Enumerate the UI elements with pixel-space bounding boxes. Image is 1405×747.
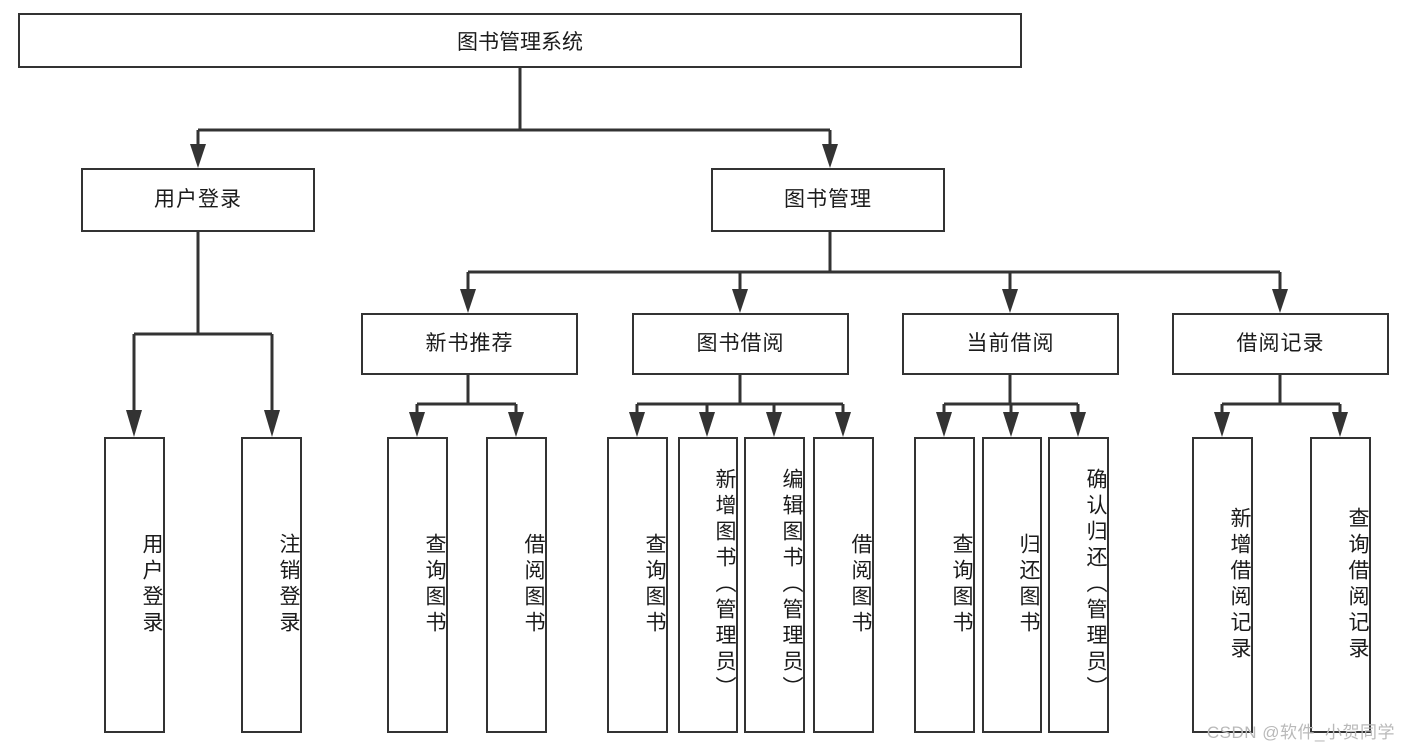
node-current-borrow[interactable]: 当前借阅 [902,313,1119,375]
arrowhead-leaf-query-book-3 [936,412,952,437]
arrowhead-leaf-return-book [1003,412,1019,437]
arrowhead-leaf-query-record [1332,412,1348,437]
node-borrow-record[interactable]: 借阅记录 [1172,313,1389,375]
arrowhead-leaf-confirm-return [1070,412,1086,437]
node-leaf-query-book-1[interactable]: 查询图书 [387,437,448,733]
node-new-book-rec[interactable]: 新书推荐 [361,313,578,375]
node-leaf-logout[interactable]: 注销登录 [241,437,302,733]
node-leaf-confirm-return-label: 确认归还（管理员） [1084,468,1107,702]
arrowhead-book-manage [822,144,838,168]
arrowhead-leaf-query-book-1 [409,412,425,437]
node-user-login[interactable]: 用户登录 [81,168,315,232]
node-leaf-query-book-1-label: 查询图书 [423,533,446,637]
node-book-manage[interactable]: 图书管理 [711,168,945,232]
node-leaf-user-login[interactable]: 用户登录 [104,437,165,733]
node-current-borrow-label: 当前借阅 [966,332,1055,356]
node-leaf-add-record-label: 新增借阅记录 [1228,507,1251,663]
node-leaf-query-record[interactable]: 查询借阅记录 [1310,437,1371,733]
node-book-borrow[interactable]: 图书借阅 [632,313,849,375]
arrowhead-new-book-rec [460,289,476,313]
node-leaf-borrow-book-1[interactable]: 借阅图书 [486,437,547,733]
node-leaf-borrow-book-1-label: 借阅图书 [522,533,545,637]
node-leaf-borrow-book-2[interactable]: 借阅图书 [813,437,874,733]
node-leaf-logout-label: 注销登录 [277,533,300,637]
arrowhead-leaf-borrow-book-2 [835,412,851,437]
node-leaf-return-book-label: 归还图书 [1017,533,1040,637]
arrowhead-leaf-add-book [699,412,715,437]
node-leaf-query-record-label: 查询借阅记录 [1346,507,1369,663]
arrowhead-leaf-logout [264,410,280,437]
arrowhead-leaf-edit-book [766,412,782,437]
arrowhead-leaf-add-record [1214,412,1230,437]
arrowhead-current-borrow [1002,289,1018,313]
node-leaf-user-login-label: 用户登录 [140,533,163,637]
node-root[interactable]: 图书管理系统 [18,13,1022,68]
node-leaf-query-book-2-label: 查询图书 [643,533,666,637]
node-borrow-record-label: 借阅记录 [1236,332,1325,356]
node-new-book-rec-label: 新书推荐 [425,332,514,356]
arrowhead-leaf-user-login [126,410,142,437]
watermark-text: CSDN @软件_小贺同学 [1206,723,1395,742]
node-leaf-confirm-return[interactable]: 确认归还（管理员） [1048,437,1109,733]
node-leaf-add-book[interactable]: 新增图书（管理员） [678,437,738,733]
node-root-label: 图书管理系统 [457,30,583,54]
node-leaf-edit-book-label: 编辑图书（管理员） [780,468,803,702]
node-leaf-query-book-3-label: 查询图书 [950,533,973,637]
node-leaf-borrow-book-2-label: 借阅图书 [849,533,872,637]
node-book-manage-label: 图书管理 [784,188,872,212]
node-leaf-edit-book[interactable]: 编辑图书（管理员） [744,437,805,733]
node-leaf-return-book[interactable]: 归还图书 [982,437,1042,733]
arrowhead-book-borrow [732,289,748,313]
node-leaf-query-book-3[interactable]: 查询图书 [914,437,975,733]
node-leaf-add-book-label: 新增图书（管理员） [713,468,736,702]
node-leaf-query-book-2[interactable]: 查询图书 [607,437,668,733]
node-book-borrow-label: 图书借阅 [696,332,785,356]
arrowhead-leaf-query-book-2 [629,412,645,437]
arrowhead-borrow-record [1272,289,1288,313]
node-user-login-label: 用户登录 [154,188,242,212]
node-leaf-add-record[interactable]: 新增借阅记录 [1192,437,1253,733]
arrowhead-leaf-borrow-book-1 [508,412,524,437]
arrowhead-user-login [190,144,206,168]
